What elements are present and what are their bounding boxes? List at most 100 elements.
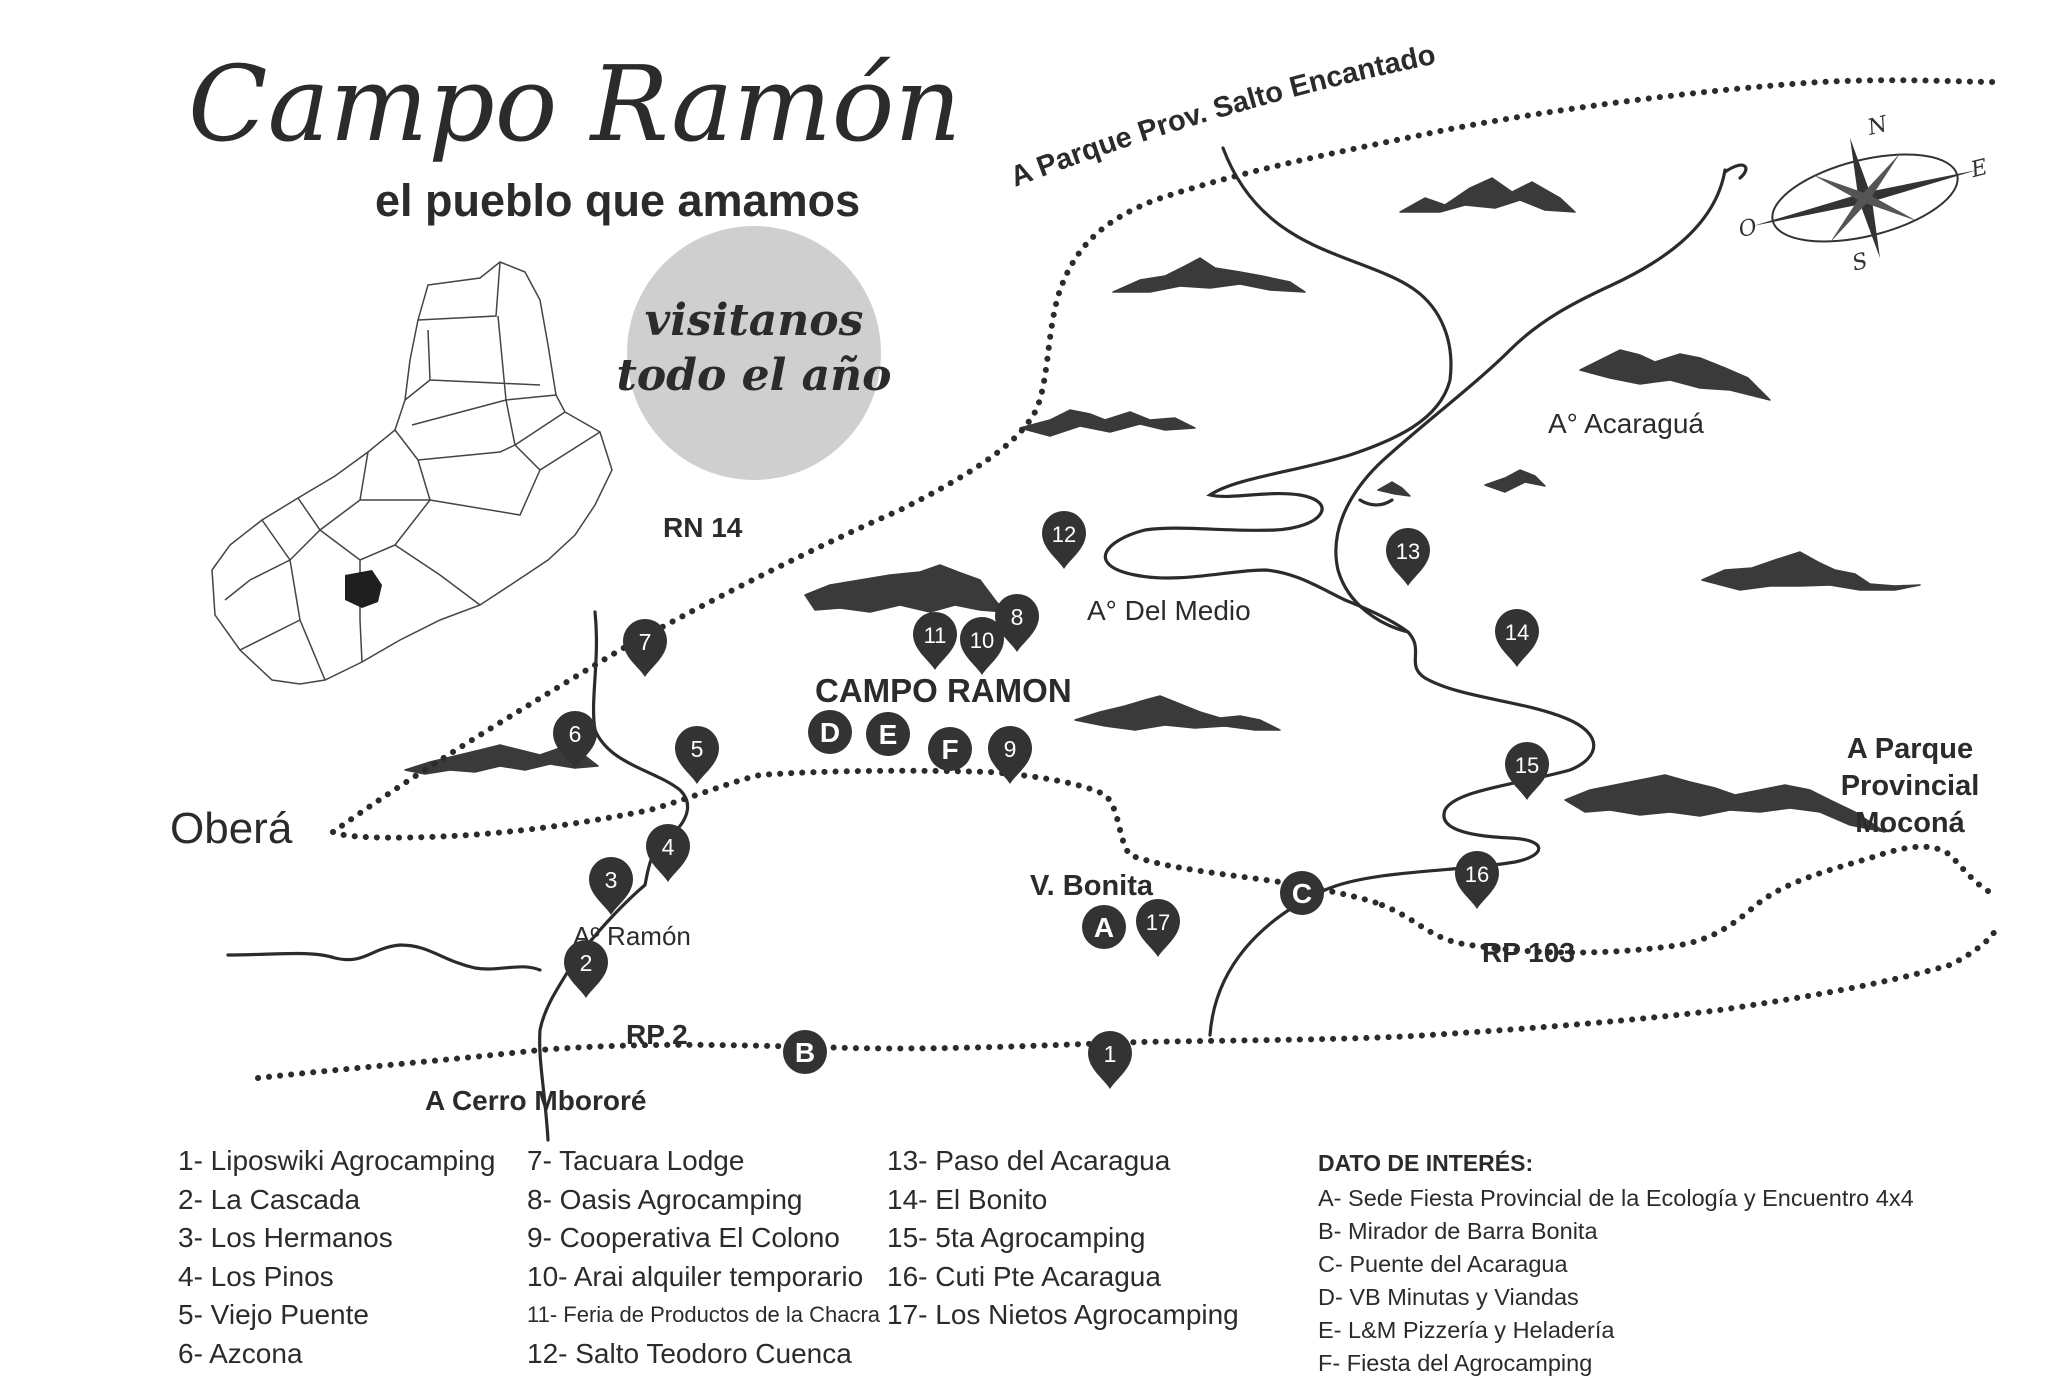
province-locator-map xyxy=(211,261,613,685)
legend-item: 2- La Cascada xyxy=(178,1183,361,1215)
pin-3[interactable]: 3 xyxy=(589,857,633,915)
points-of-interest: DATO DE INTERÉS: A- Sede Fiesta Provinci… xyxy=(1318,1148,1914,1380)
pin-10-label: 10 xyxy=(970,628,994,653)
mountain-7 xyxy=(1701,551,1921,591)
pin-15-label: 15 xyxy=(1515,753,1539,778)
marker-b[interactable]: B xyxy=(783,1030,827,1074)
label-rn14: RN 14 xyxy=(663,512,743,543)
mountain-11 xyxy=(404,744,599,775)
compass-east: E xyxy=(1968,155,1991,183)
pin-7-label: 7 xyxy=(639,629,652,655)
pin-5[interactable]: 5 xyxy=(675,726,719,784)
map-subtitle: el pueblo que amamos xyxy=(375,175,860,226)
pin-4-label: 4 xyxy=(662,834,675,860)
mountain-2 xyxy=(1112,257,1306,293)
marker-f-label: F xyxy=(941,734,958,765)
pin-1[interactable]: 1 xyxy=(1088,1031,1132,1089)
pin-7[interactable]: 7 xyxy=(623,619,667,677)
compass-rose: N E S O xyxy=(1736,112,1991,277)
legend-column-2: 7- Tacuara Lodge 8- Oasis Agrocamping 9-… xyxy=(527,1142,880,1373)
compass-north: N xyxy=(1864,112,1890,141)
pin-12[interactable]: 12 xyxy=(1042,511,1086,569)
pin-14-label: 14 xyxy=(1505,620,1529,645)
legend-item: 10- Arai alquiler temporario xyxy=(527,1260,864,1292)
label-mocona-line3: Moconá xyxy=(1855,807,1965,839)
compass-diagonals xyxy=(1812,153,1918,243)
pin-15[interactable]: 15 xyxy=(1505,742,1549,800)
pin-6-label: 6 xyxy=(569,721,582,747)
arroyo-del-medio xyxy=(1103,146,1453,634)
legend-item: 6- Azcona xyxy=(178,1337,303,1369)
marker-d[interactable]: D xyxy=(808,710,852,754)
marker-e[interactable]: E xyxy=(866,712,910,756)
pin-13-label: 13 xyxy=(1396,539,1420,564)
pin-4[interactable]: 4 xyxy=(646,824,690,882)
map-title: Campo Ramón xyxy=(188,43,961,165)
mountain-6 xyxy=(1377,481,1411,497)
pin-1-label: 1 xyxy=(1104,1041,1117,1067)
legend-item: 8- Oasis Agrocamping xyxy=(527,1183,803,1215)
road-local-campo-ramon xyxy=(330,767,1385,908)
legend-item: 16- Cuti Pte Acaragua xyxy=(887,1260,1161,1292)
legend-column-3: 13- Paso del Acaragua 14- El Bonito 15- … xyxy=(887,1142,1239,1335)
mountain-8 xyxy=(804,564,1006,613)
road-rn14 xyxy=(330,77,1998,835)
marker-d-label: D xyxy=(820,717,840,748)
pin-16[interactable]: 16 xyxy=(1455,851,1499,909)
label-cerro-mbarore: A Cerro Mbororé xyxy=(425,1085,646,1116)
pin-9[interactable]: 9 xyxy=(988,726,1032,784)
marker-c-label: C xyxy=(1292,878,1312,909)
interest-item: F- Fiesta del Agrocamping xyxy=(1318,1350,1593,1376)
mountain-9 xyxy=(1074,695,1281,731)
points-of-interest-title: DATO DE INTERÉS: xyxy=(1318,1150,1534,1176)
legend-item: 13- Paso del Acaragua xyxy=(887,1145,1171,1176)
department-borders xyxy=(224,261,601,681)
numbered-pins: 1 2 3 4 5 6 7 8 9 10 11 12 13 14 15 16 1… xyxy=(553,511,1549,1089)
pin-6[interactable]: 6 xyxy=(553,711,597,769)
marker-c[interactable]: C xyxy=(1280,871,1324,915)
pin-16-label: 16 xyxy=(1465,862,1489,887)
road-rp2 xyxy=(255,922,2001,1081)
legend-item: 4- Los Pinos xyxy=(178,1260,334,1292)
label-mocona-line2: Provincial xyxy=(1841,770,1980,802)
pin-17[interactable]: 17 xyxy=(1136,899,1180,957)
label-arroyo-del-medio: A° Del Medio xyxy=(1087,595,1251,626)
pin-2[interactable]: 2 xyxy=(564,940,608,998)
pin-8[interactable]: 8 xyxy=(995,594,1039,652)
mountain-3 xyxy=(1579,349,1771,401)
legend-item: 9- Cooperativa El Colono xyxy=(527,1222,840,1253)
interest-item: C- Puente del Acaragua xyxy=(1318,1251,1568,1277)
label-villa-bonita: V. Bonita xyxy=(1030,870,1154,902)
campo-ramon-district xyxy=(345,570,382,608)
marker-e-label: E xyxy=(879,719,898,750)
legend-item: 1- Liposwiki Agrocamping xyxy=(178,1145,496,1176)
creek-small xyxy=(1358,498,1394,507)
road-rp103 xyxy=(1379,843,1998,956)
pin-17-label: 17 xyxy=(1146,910,1170,935)
label-campo-ramon: CAMPO RAMON xyxy=(815,672,1072,709)
pin-10[interactable]: 10 xyxy=(960,617,1004,675)
pin-14[interactable]: 14 xyxy=(1495,609,1539,667)
legend-item: 14- El Bonito xyxy=(887,1183,1048,1215)
label-rp2: RP 2 xyxy=(626,1019,688,1050)
pin-11[interactable]: 11 xyxy=(913,612,957,670)
roads xyxy=(255,77,2001,1081)
marker-f[interactable]: F xyxy=(928,727,972,771)
season-badge-line2: todo el año xyxy=(617,350,892,401)
legend-item: 7- Tacuara Lodge xyxy=(527,1145,745,1176)
label-mocona-line1: A Parque xyxy=(1847,733,1973,765)
legend-item: 3- Los Hermanos xyxy=(178,1222,393,1253)
legend-item: 5- Viejo Puente xyxy=(178,1299,369,1330)
mountains xyxy=(404,177,1921,833)
season-badge-line1: visitanos xyxy=(645,295,864,346)
legend-item: 17- Los Nietos Agrocamping xyxy=(887,1299,1239,1330)
pin-8-label: 8 xyxy=(1011,604,1024,630)
pin-13[interactable]: 13 xyxy=(1386,528,1430,586)
label-obera: Oberá xyxy=(170,804,293,853)
season-badge: visitanos todo el año xyxy=(617,226,892,480)
marker-a-label: A xyxy=(1094,912,1114,943)
marker-a[interactable]: A xyxy=(1082,905,1126,949)
pin-9-label: 9 xyxy=(1004,736,1017,762)
pin-12-label: 12 xyxy=(1052,522,1076,547)
